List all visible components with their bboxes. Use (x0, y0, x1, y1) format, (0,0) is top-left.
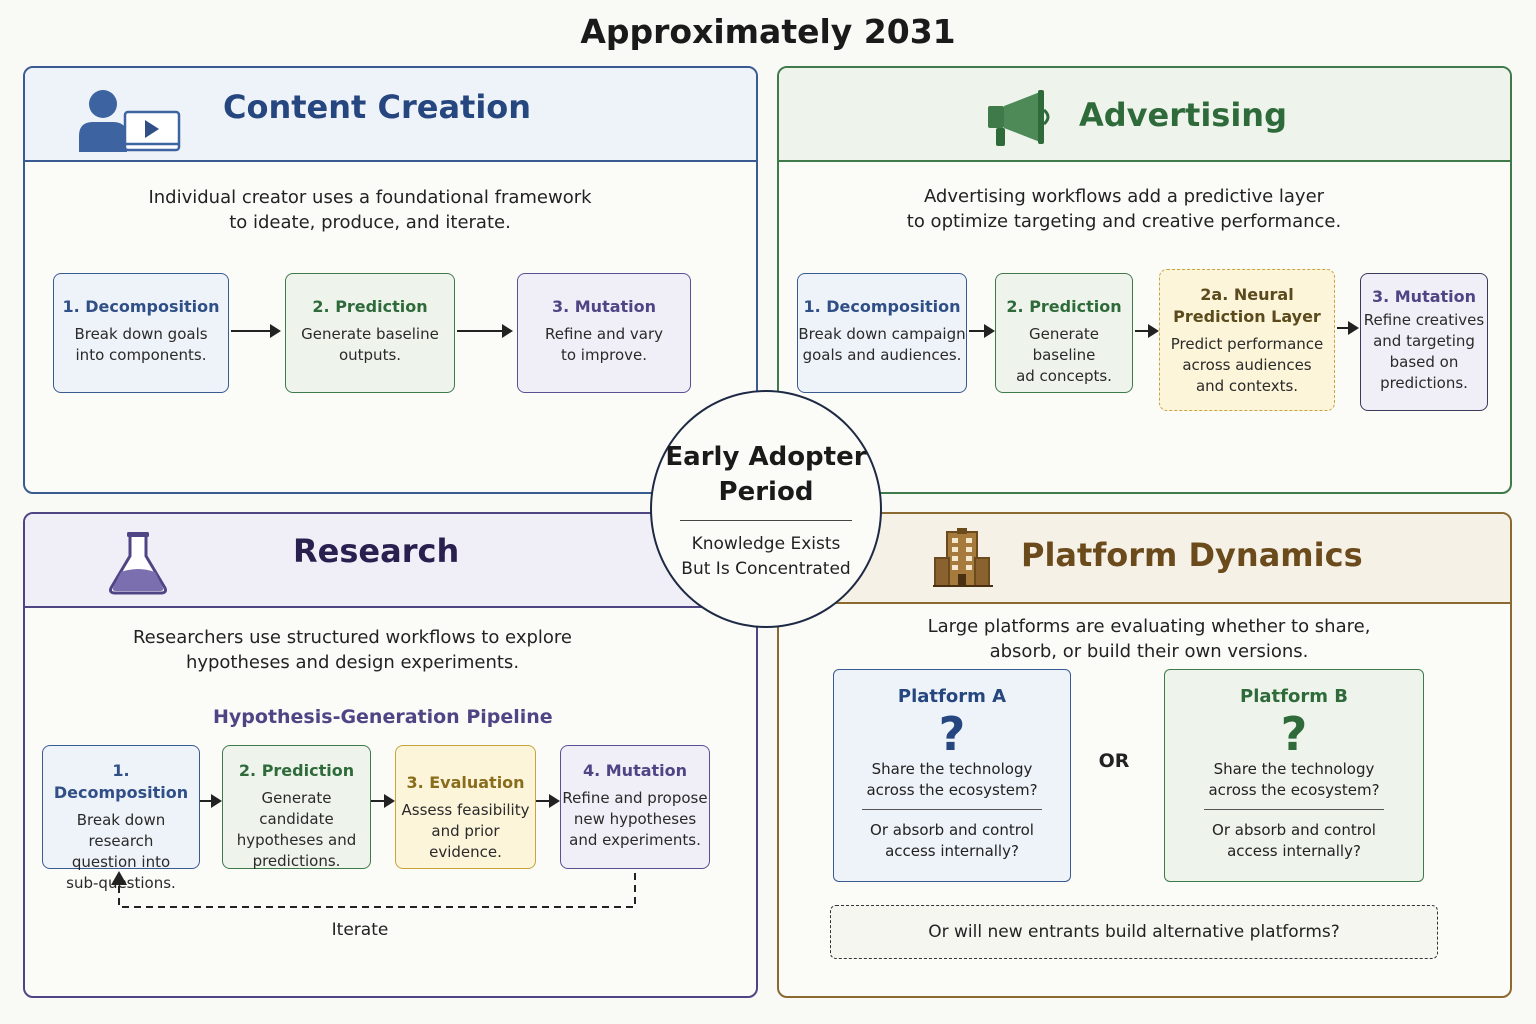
cc-arrow-2 (457, 324, 513, 338)
content-creation-description: Individual creator uses a foundational f… (148, 187, 592, 233)
megaphone-icon (984, 88, 1054, 154)
advertising-description: Advertising workflows add a predictive l… (906, 186, 1342, 232)
advertising-panel: Advertising Advertising workflows add a … (777, 66, 1512, 494)
page-title: Approximately 2031 (580, 12, 956, 51)
cc-arrow-1 (231, 324, 281, 338)
pipeline-title: Hypothesis-Generation Pipeline (213, 706, 553, 728)
research-panel: Research Researchers use structured work… (23, 512, 758, 998)
content-creation-panel: Content Creation Individual creator uses… (23, 66, 758, 494)
platform-dynamics-description: Large platforms are evaluating whether t… (927, 616, 1371, 662)
research-description: Researchers use structured workflows to … (132, 627, 572, 673)
platform-dynamics-panel: Platform Dynamics Large platforms are ev… (777, 512, 1512, 998)
alternative-platforms-box: Or will new entrants build alternative p… (830, 905, 1438, 959)
question-mark-icon: ? (938, 707, 966, 761)
or-label: OR (1098, 750, 1130, 772)
creator-video-icon (77, 88, 183, 158)
content-creation-title: Content Creation (223, 88, 532, 126)
research-arrow-3 (536, 794, 560, 808)
ad-arrow-2 (1135, 324, 1159, 338)
ad-arrow-3 (1337, 321, 1359, 335)
research-arrow-1 (200, 794, 222, 808)
flask-icon (107, 530, 169, 600)
iterate-label: Iterate (331, 920, 389, 940)
question-mark-icon: ? (1280, 707, 1308, 761)
ad-arrow-1 (969, 324, 995, 338)
iterate-loop-arrow (111, 871, 636, 908)
platform-dynamics-title: Platform Dynamics (1021, 536, 1363, 574)
advertising-title: Advertising (1079, 96, 1287, 134)
platform-dynamics-header (779, 514, 1510, 604)
building-icon (933, 528, 993, 592)
research-arrow-2 (371, 794, 395, 808)
research-title: Research (293, 532, 460, 570)
advertising-header (779, 68, 1510, 162)
